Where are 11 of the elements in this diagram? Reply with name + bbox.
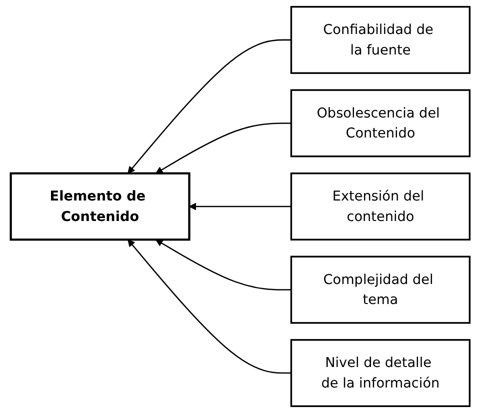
node-box: Nivel de detalle de la información [290,339,470,408]
node-box: Confiabilidad de la fuente [290,6,470,74]
arrow [155,122,291,174]
arrow [155,239,291,290]
arrow [188,202,291,210]
node-box: Elemento de Contenido [10,172,190,241]
arrow [127,39,291,174]
node-box: Complejidad del tema [290,256,470,324]
arrow [127,239,291,374]
node-box: Obsolescencia del Contenido [290,89,470,158]
node-box: Extensión del contenido [290,172,470,240]
